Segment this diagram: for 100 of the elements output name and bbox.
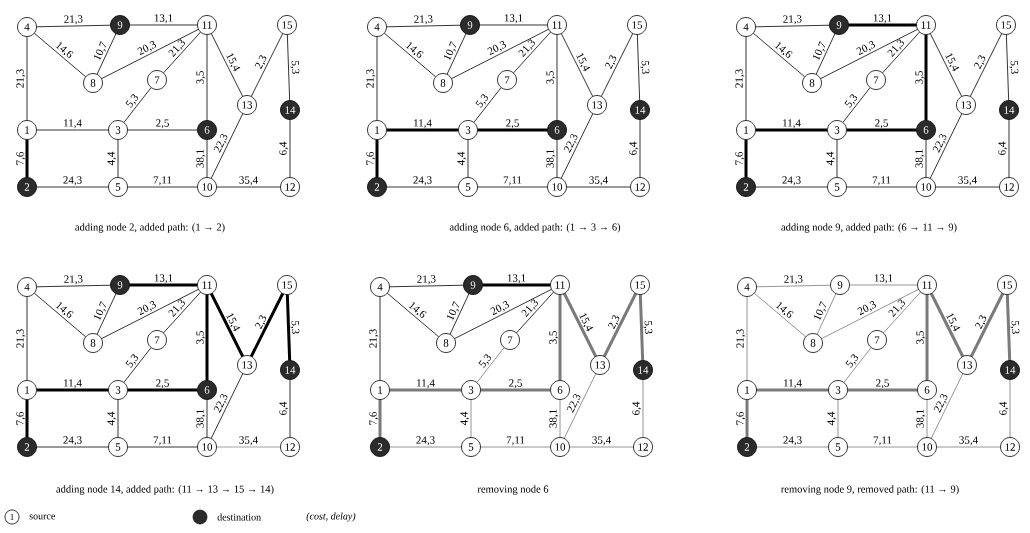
connector-line bbox=[929, 33, 963, 97]
edge-label: 24,3 bbox=[416, 436, 435, 446]
edge-label: 21,3 bbox=[16, 329, 26, 348]
destination-node: 14 bbox=[280, 100, 300, 120]
connector-line bbox=[847, 446, 918, 448]
connector-line bbox=[206, 139, 208, 178]
edge-label: 15,4 bbox=[226, 313, 241, 332]
edge-label: 6,4 bbox=[999, 401, 1009, 415]
destination-node: 14 bbox=[1000, 360, 1020, 380]
connector-line bbox=[602, 292, 638, 358]
connector-line bbox=[642, 379, 644, 438]
edge-label: 2,5 bbox=[156, 119, 169, 129]
connector-line bbox=[821, 288, 919, 340]
connector-line bbox=[848, 23, 917, 27]
destination-node: 2 bbox=[736, 177, 756, 197]
edge-label: 15,4 bbox=[946, 313, 961, 332]
edge-label: 24,3 bbox=[783, 436, 802, 446]
connector-line bbox=[1008, 119, 1010, 178]
edge-label: 21,3 bbox=[168, 299, 185, 317]
edge-label: 21,3 bbox=[521, 299, 538, 317]
edge-label: 11,4 bbox=[414, 119, 432, 129]
edge-label: 3,5 bbox=[196, 331, 206, 344]
edge-label: 20,3 bbox=[137, 301, 156, 316]
connector-line bbox=[117, 139, 119, 178]
edge-label: 35,4 bbox=[592, 436, 611, 446]
edge-label: 5,3 bbox=[478, 354, 492, 368]
edge-label: 13,1 bbox=[507, 274, 526, 284]
connector-line bbox=[752, 32, 806, 78]
edge-label: 13,1 bbox=[504, 14, 523, 24]
connector-line bbox=[566, 186, 631, 188]
connector-line bbox=[480, 446, 551, 448]
edge-label: 38,1 bbox=[196, 149, 206, 168]
connector-line bbox=[289, 379, 291, 438]
connector-line bbox=[285, 294, 292, 361]
connector-line bbox=[639, 119, 641, 178]
connector-line bbox=[480, 388, 551, 392]
edge-label: 21,3 bbox=[887, 39, 904, 57]
connector-line bbox=[127, 186, 198, 188]
edge-label: 2,3 bbox=[254, 55, 267, 70]
destination-node: 14 bbox=[630, 100, 650, 120]
edge-label: 38,1 bbox=[915, 149, 925, 168]
edge-label: 7,11 bbox=[503, 176, 522, 186]
connector-line bbox=[379, 296, 381, 381]
connector-line bbox=[26, 296, 28, 381]
edge-label: 14,6 bbox=[408, 302, 427, 318]
edge-label: 35,4 bbox=[589, 176, 608, 186]
connector-line bbox=[210, 373, 244, 439]
edge-label: 11,4 bbox=[417, 379, 435, 389]
connector-line bbox=[123, 347, 152, 383]
edge-label: 24,3 bbox=[63, 436, 82, 446]
edge-label: 20,3 bbox=[487, 41, 506, 56]
edge-label: 6,4 bbox=[279, 141, 289, 155]
edge-label: 5,3 bbox=[290, 321, 300, 334]
connector-line bbox=[216, 446, 281, 448]
edge-label: 5,3 bbox=[125, 354, 139, 368]
edge-label: 21,3 bbox=[16, 69, 26, 88]
destination-node: 9 bbox=[110, 275, 130, 295]
connector-line bbox=[101, 28, 199, 80]
connector-line bbox=[36, 129, 109, 131]
connector-line bbox=[936, 446, 1001, 448]
edge-label: 6,4 bbox=[998, 141, 1008, 155]
connector-line bbox=[1005, 294, 1012, 361]
caption: adding node 6, added path: (1 → 3 → 6) bbox=[449, 223, 621, 233]
connector-line bbox=[925, 294, 929, 381]
connector-line bbox=[389, 284, 464, 288]
connector-line bbox=[209, 292, 245, 358]
connector-line bbox=[745, 399, 749, 438]
edge-label: 5,3 bbox=[640, 61, 650, 74]
edge-label: 38,1 bbox=[916, 409, 926, 428]
edge-label: 14,6 bbox=[55, 302, 74, 318]
connector-line bbox=[569, 446, 634, 448]
destination-node: 6 bbox=[547, 120, 567, 140]
connector-line bbox=[935, 186, 1000, 188]
edge-label: 11,4 bbox=[783, 119, 801, 129]
edge-label: 7,11 bbox=[153, 176, 172, 186]
connector-line bbox=[969, 292, 1005, 358]
edge-label: 21,3 bbox=[736, 329, 746, 348]
destination-node: 2 bbox=[17, 177, 37, 197]
connector-line bbox=[383, 32, 437, 78]
connector-line bbox=[206, 399, 208, 438]
connector-line bbox=[210, 113, 244, 179]
connector-line bbox=[286, 34, 291, 101]
connector-line bbox=[836, 139, 838, 178]
edge-label: 15,4 bbox=[576, 53, 591, 72]
connector-line bbox=[127, 388, 198, 392]
edge-label: 21,3 bbox=[888, 299, 905, 317]
connector-line bbox=[846, 186, 917, 188]
edge-label: 14,6 bbox=[774, 42, 793, 58]
connector-line bbox=[755, 24, 830, 28]
connector-line bbox=[250, 33, 284, 97]
connector-line bbox=[636, 34, 641, 101]
connector-line bbox=[476, 347, 505, 383]
edge-label: 14,6 bbox=[405, 42, 424, 58]
connector-line bbox=[36, 24, 111, 28]
connector-line bbox=[745, 36, 747, 121]
edge-label: 13,1 bbox=[154, 14, 173, 24]
connector-line bbox=[451, 28, 549, 80]
caption: adding node 2, added path: (1 → 2) bbox=[75, 223, 225, 233]
connector-line bbox=[376, 36, 378, 121]
edge-label: 5,3 bbox=[1010, 321, 1020, 334]
